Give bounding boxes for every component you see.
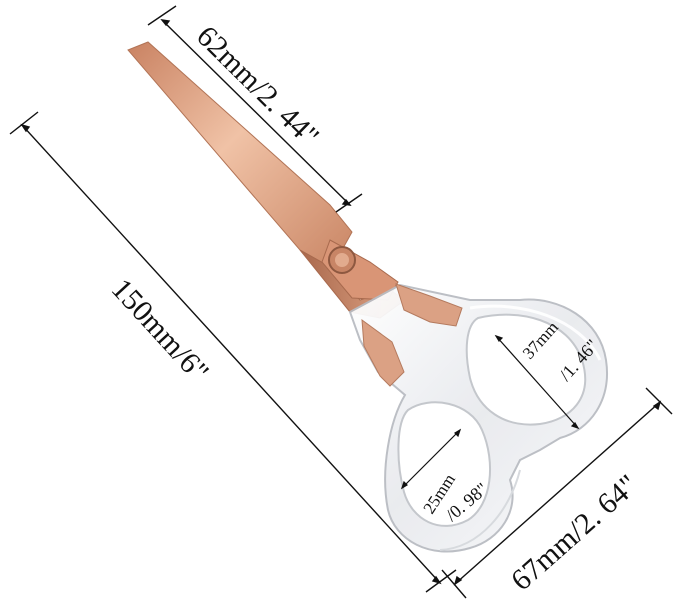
- pivot-screw-center: [335, 253, 349, 267]
- dimension-large-loop: [494, 334, 580, 430]
- dimension-handle-width: [441, 387, 673, 599]
- label-handle-width: 67mm/2. 64": [505, 468, 645, 597]
- dimension-total-length: [9, 111, 457, 593]
- handle-insert-upper: [395, 283, 463, 327]
- dimension-small-loop: [400, 428, 462, 490]
- handle-highlight: [469, 304, 602, 361]
- handle-shadow: [439, 469, 521, 551]
- label-total-length: 150mm/6": [105, 272, 215, 388]
- scissors-image: [127, 41, 608, 553]
- dimension-blade-length: [147, 5, 363, 213]
- small-finger-loop: [397, 401, 492, 527]
- handle-insert-lower: [361, 318, 405, 387]
